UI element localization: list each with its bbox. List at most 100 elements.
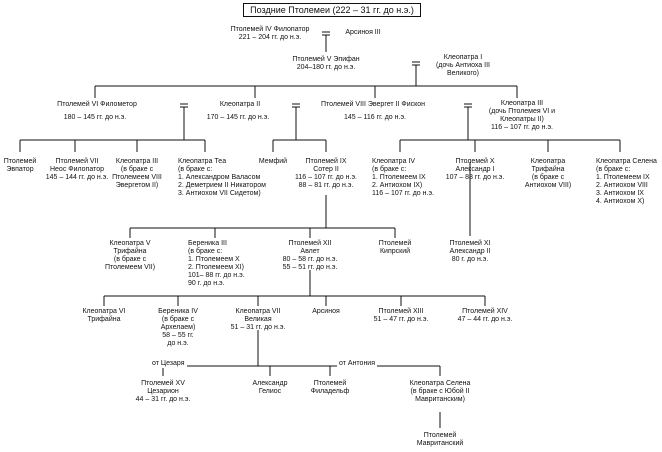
person-text-line: Птолемей VIII Эвергет II Фискон [320,101,426,108]
person-text-line: 55 – 51 гг. до н.э. [282,264,338,271]
person-text-line: 80 г. до н.э. [451,256,489,263]
person-text-line: (в браке с [161,316,195,323]
person-text-line: 107 – 88 гг. до н.э. [445,174,505,181]
person-text-line: Птолемей VI Филометор [57,101,137,108]
person-text-line: Сотер II [313,166,339,173]
person-text-line: 3. Антиохом IX [596,190,644,197]
person-text-line: (в браке с [120,166,154,173]
person-text-line: Мавританским) [415,396,465,403]
person-arsinoe3: Арсиноя III [345,29,380,37]
person-ptolemy6-years: 180 – 145 гг. до н.э. [64,114,126,122]
person-text-line: Гелиос [258,388,282,395]
person-ptolemy8-years: 145 – 116 гг. до н.э. [344,114,406,122]
person-text-line: 116 – 107 гг. до н.э. [491,124,553,131]
person-text-line: до н.э. [167,340,189,347]
person-text-line: 145 – 144 гг. до н.э. [45,174,109,181]
person-text-line: 101– 88 гг. до н.э. [188,272,245,279]
person-text-line: 180 – 145 гг. до н.э. [63,114,127,121]
person-text-line: 88 – 81 гг. до н.э. [298,182,354,189]
person-text-line: Авлет [300,248,320,255]
person-text-line: Клеопатра III [115,158,159,165]
person-text-line: Клеопатры II) [500,116,544,123]
person-text-line: Клеопатра VII [235,308,281,315]
person-text-line: Птолемей [3,158,37,165]
person-text-line: 170 – 145 гг. до н.э. [206,114,270,121]
person-text-line: Птолемей IV Филопатор [230,26,310,33]
person-text-line: (в браке с: [596,166,631,173]
person-text-line: Цезарион [147,388,179,395]
person-text-line: (дочь Птолемея VI и [488,108,556,115]
person-text-line: Великая [244,316,272,323]
person-text-line: Архелаем) [160,324,196,331]
person-text-line: Клеопатра Теа [178,158,227,165]
person-text-line: Птолемеем VIII [112,174,162,181]
person-text-line: 90 г. до н.э. [188,280,225,287]
person-text-line: Птолемей [378,240,412,247]
person-text-line: 3. Антиохом VII Сидетом) [178,190,261,197]
person-text-line: (дочь Антиоха III [436,62,490,69]
person-text-line: Береника III [188,240,227,247]
person-ptolemy6: Птолемей VI Филометор [57,101,137,109]
person-text-line: Великого) [447,70,479,77]
label-from-antony: от Антония [337,360,378,368]
person-text-line: 116 – 107 гг. до н.э. [295,174,357,181]
person-text-line: 2. Деметрием II Никатором [178,182,266,189]
person-text-line: 2. Птолемеем XI) [188,264,244,271]
person-text-line: Клеопатра [530,158,566,165]
person-text-line: Трифайна [531,166,565,173]
person-text-line: 2. Антиохом VIII [596,182,648,189]
person-text-line: (в браке с [531,174,565,181]
chart-title: Поздние Птолемеи (222 – 31 гг. до н.э.) [243,3,421,17]
person-text-line: Эвпатор [6,166,34,173]
person-text-line: (в браке с: [178,166,213,173]
person-text-line: Эвергетом II) [115,182,159,189]
person-text-line: 1. Птолемеем IX [596,174,650,181]
person-text-line: Филадельф [310,388,350,395]
label-from-caesar: от Цезаря [150,360,187,368]
person-text-line: 4. Антиохом X) [596,198,645,205]
person-text-line: Александр II [449,248,491,255]
person-text-line: Неос Филопатор [49,166,105,173]
person-text-line: 47 – 44 гг. до н.э. [457,316,513,323]
person-text-line: Арсиноя [312,308,340,315]
person-text-line: 58 – 55 гг. [162,332,194,339]
person-cleopatra2-years: 170 – 145 гг. до н.э. [207,114,269,122]
person-text-line: Арсиноя III [345,29,381,36]
person-text-line: 116 – 107 гг. до н.э. [372,190,434,197]
person-text-line: Клеопатра IV [372,158,416,165]
person-text-line: Клеопатра II [219,101,261,108]
person-text-line: Александр I [455,166,495,173]
person-text-line: 80 – 58 гг. до н.э. [282,256,338,263]
person-text-line: Птолемей XI [449,240,491,247]
person-text-line: Птолемей XIII [378,308,424,315]
person-text-line: Клеопатра VI [82,308,126,315]
person-text-line: 145 – 116 гг. до н.э. [344,114,406,121]
person-text-line: (в браке с: [372,166,407,173]
person-text-line: Клеопатра Селена [409,380,471,387]
person-arsinoe: Арсиноя [312,308,340,316]
person-text-line: Клеопатра Селена [596,158,657,165]
person-text-line: Трифайна [113,248,147,255]
person-text-line: (в браке с Юбой II [410,388,470,395]
person-text-line: 1. Птолемеем IX [372,174,426,181]
person-text-line: Мавританский [416,440,464,447]
person-text-line: 2. Антиохом IX) [372,182,423,189]
